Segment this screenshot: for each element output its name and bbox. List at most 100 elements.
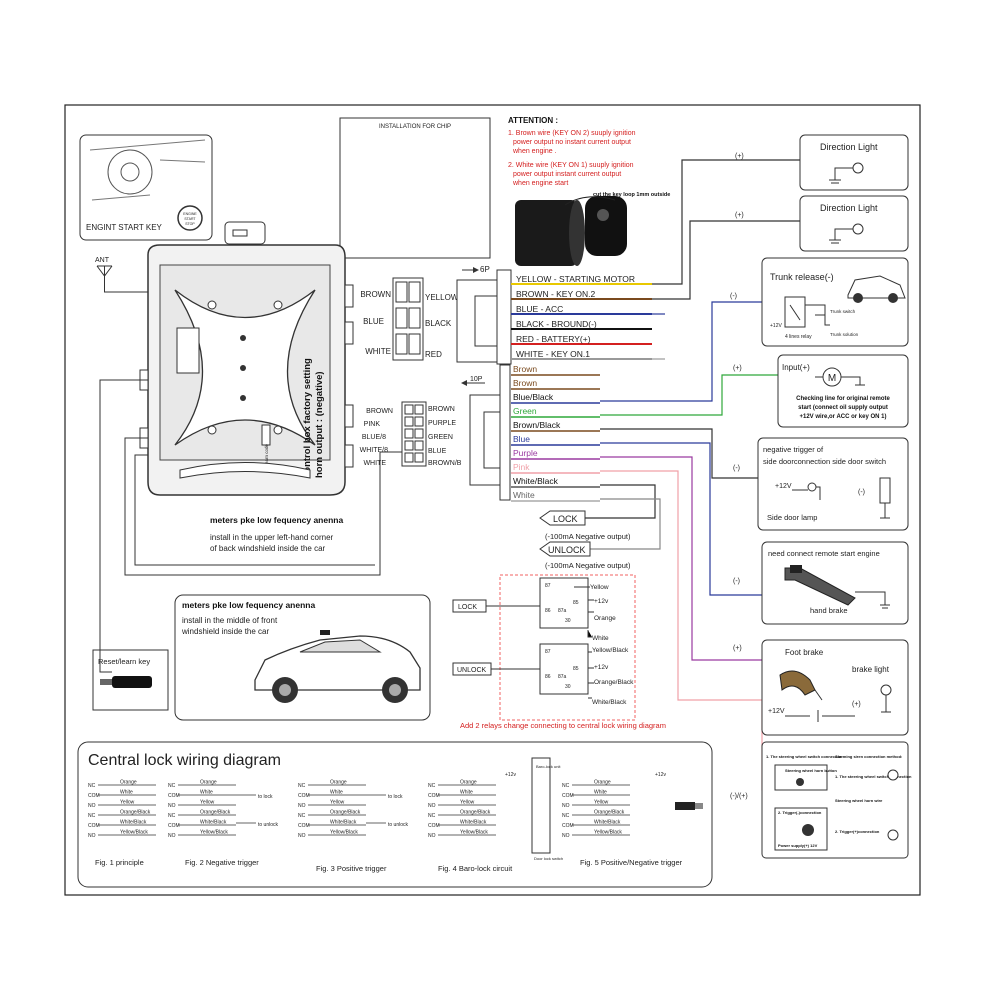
ignition-key-icon: cut the key loop 1mm outside [515,192,670,266]
fig-to-unlock: to unlock [388,822,409,828]
horn-polarity: (-)/(+) [730,793,748,800]
c6-right-label-1: YELLOW [425,293,459,302]
fig-pin-label: NC [428,813,436,819]
lock-output[interactable]: LOCK (-100mA Negative output) [539,510,631,541]
attention-line-5: power output instant current output [513,171,621,178]
relay-bottom-wire-2: +12v [594,664,609,671]
baro-lock-unit-box [531,757,551,854]
relay-pin-87: 87 [545,583,551,589]
attention-line-1: 1. Brown wire (KEY ON 2) suuply ignition [508,130,636,137]
fig-pin-label: COM [88,793,100,799]
fig-wire-label: Yellow/Black [594,830,622,836]
relay-top-wire-4: White [592,635,609,642]
fig-wire-label: Yellow/Black [120,830,148,836]
c10-left-label-3: BLUE/8 [362,434,386,441]
unlock-output[interactable]: UNLOCK (-100mA Negative output) [539,541,631,570]
relay2-pin-86: 86 [545,674,551,680]
unlock-output-label: UNLOCK [548,545,586,555]
key-cut-note: cut the key loop 1mm outside [593,192,670,198]
control-box-text-2: horn output : (negative) [314,371,325,478]
door-switch-icon [879,477,891,504]
side-door-title-1: negative trigger of [763,445,824,454]
car-icon [254,630,421,703]
fig-caption-1: Fig. 1 principle [95,858,144,867]
signal-wire [600,301,785,402]
learn-code-switch [261,424,271,446]
front-antenna-wire [134,454,375,566]
fig-to-unlock: to unlock [258,822,279,828]
trunk-12v: +12V [770,323,782,329]
hand-brake-title: need connect remote start engine [768,549,880,558]
c6-left-label-2: BLUE [363,317,384,326]
input-text-1: Checking line for original remote [796,396,890,402]
pin-cell [414,428,424,439]
fig-pin-label: NC [88,783,96,789]
fig-caption-5: Fig. 5 Positive/Negative trigger [580,858,683,867]
button-text-2: START [184,217,196,221]
horn-panel: 1. The steering wheel switch connection … [730,741,912,859]
signal-wire [600,428,775,479]
reset-key-wire [99,379,148,673]
fig-wire-label: White/Black [120,820,147,826]
wire-6p-label: BLUE - ACC [516,304,563,314]
brake-light-label: brake light [852,665,890,674]
door-lock-switch-label: Door lock switch [534,856,563,861]
learn-code-label: learn code [264,443,269,465]
brake-pedal-icon [779,670,823,701]
connector-6p-left: BROWN BLUE WHITE YELLOW BLACK RED [360,277,459,361]
baro-lock-unit-label: Baro-lock unit [536,764,561,769]
side-door-title-2: side doorconnection side door switch [763,457,886,466]
reset-learn-key[interactable]: Reset/learn key [92,649,169,711]
engine-key-label: ENGINT START KEY [86,223,163,232]
c10-left-label-2: PINK [364,421,381,428]
pin-cell [404,416,414,427]
fig-wire-label: Orange [594,780,611,786]
relay-pin-85: 85 [573,600,579,606]
direction-light-1-polarity: (+) [735,153,744,160]
fig-pin-label: COM [298,823,310,829]
relay-top-wire-2: +12v [594,598,609,605]
fig-wire-label: Orange/Black [460,810,491,816]
fig-pin-label: NC [168,783,176,789]
wire-10p-label: Brown [513,378,537,388]
front-antenna-text-2: windshield inside the car [181,627,269,636]
fig-pin-label: NO [88,833,96,839]
fig-pin-label: COM [562,793,574,799]
wire-10p-label: Purple [513,448,538,458]
horn-text-d: 1. The steering wheel switch connection [835,774,912,779]
horn-text-e: Steering wheel horn wire [835,798,883,803]
fig-wire-label: Orange [330,780,347,786]
attention-line-2: power output no instant current output [513,139,631,146]
c10-left-label-1: BROWN [366,408,393,415]
c6-right-label-3: RED [425,350,442,359]
foot-brake-title: Foot brake [785,648,824,657]
trunk-release-panel: Trunk release(-) +12V 4 lines relay Trun… [730,257,909,347]
connector-6p-plug: 6P [456,265,512,365]
fig-to-lock: to lock [258,794,273,800]
fig-pin-label: NC [88,813,96,819]
pin-cell [404,404,414,415]
wire-6p-label: RED - BATTERY(+) [516,334,591,344]
fig-wire-label: White/Black [330,820,357,826]
trunk-polarity: (-) [730,293,737,300]
fig-wire-label: White [200,790,213,796]
fig-wire-label: White [594,790,607,796]
side-door-polarity: (-) [733,465,740,472]
control-box: learn code control box factory setting h… [139,221,354,496]
pin-cell [404,428,414,439]
engine-start-button-icon [177,205,203,231]
fig-wire-label: Yellow/Black [330,830,358,836]
fig-wire-label: Orange [460,780,477,786]
fig-wire-label: Yellow/Black [460,830,488,836]
horn-text-h: Power supply(+) 12V [778,843,818,848]
pin-cell [404,452,414,463]
pin-cell [414,440,424,451]
trunk-switch: Trunk switch [830,309,856,314]
fig-pin-label: NC [298,783,306,789]
fig-wire-label: Yellow [460,800,475,806]
attention-title: ATTENTION : [508,116,558,125]
relay-pin-87a: 87a [558,608,567,614]
wire-10p-label: White/Black [513,476,559,486]
trunk-title: Trunk release(-) [770,272,834,282]
